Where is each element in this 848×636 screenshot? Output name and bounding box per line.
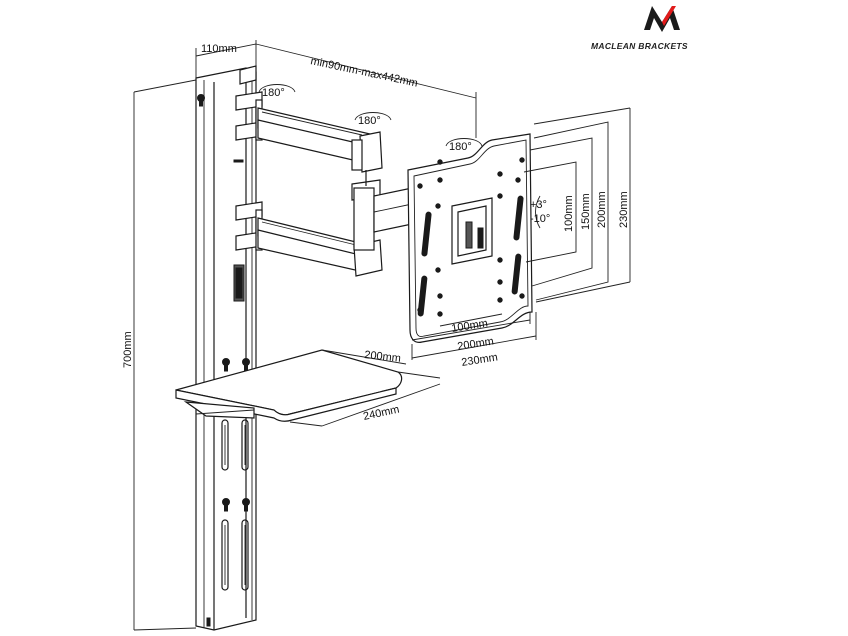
vesa-h-230-label: 230mm: [461, 351, 499, 369]
vesa-v-100-label: 100mm: [563, 195, 575, 232]
brand-logo: MACLEAN BRACKETS: [591, 6, 688, 51]
brand-name: MACLEAN BRACKETS: [591, 41, 688, 51]
vesa-h-200-label: 200mm: [457, 335, 495, 353]
arm-reach-label: min90mm-max442mm: [309, 55, 419, 89]
vesa-h-100-label: 100mm: [451, 317, 489, 335]
maclean-m-logo-icon: [644, 6, 680, 32]
tilt-down-label: -10°: [530, 213, 550, 225]
dimension-lines: [133, 40, 631, 631]
lower-arm: [235, 187, 413, 277]
rotate-wall-arc-icon: [258, 84, 296, 93]
glass-shelf: [175, 349, 403, 422]
shelf-width-label: 240mm: [362, 404, 400, 423]
rotation-indicators: [258, 84, 483, 147]
vesa-v-200-label: 200mm: [596, 191, 608, 228]
vesa-v-150-label: 150mm: [580, 193, 592, 230]
tilt-up-label: +3°: [530, 199, 547, 211]
upper-arm: [235, 91, 383, 201]
vesa-v-230-label: 230mm: [618, 191, 630, 228]
rotation-plate-label: 180°: [449, 141, 472, 153]
rotate-middle-arc-icon: [354, 112, 392, 121]
shelf-depth-label: 200mm: [364, 349, 402, 365]
rotation-wall-label: 180°: [262, 87, 285, 99]
rotate-plate-arc-icon: [445, 138, 483, 147]
height-label: 700mm: [122, 331, 134, 368]
arm-depth-label: 110mm: [201, 43, 237, 55]
rotation-middle-label: 180°: [358, 115, 381, 127]
vertical-pole: [195, 65, 257, 631]
vesa-plate: [407, 133, 533, 343]
